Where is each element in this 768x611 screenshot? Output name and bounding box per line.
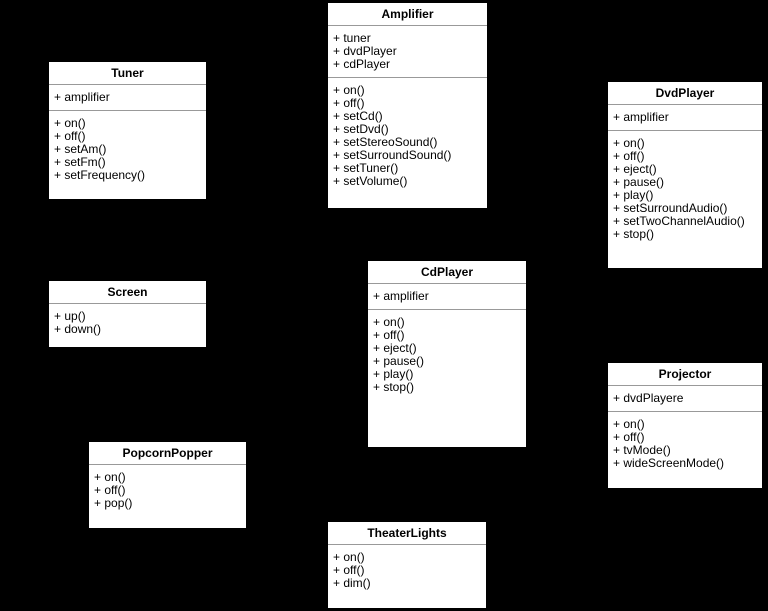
method: + off() bbox=[54, 129, 86, 143]
attributes-compartment: + tuner + dvdPlayer + cdPlayer bbox=[328, 26, 487, 78]
method: + off() bbox=[613, 430, 645, 444]
method: + pause() bbox=[373, 354, 425, 368]
attributes-compartment: + amplifier bbox=[368, 284, 526, 310]
method: + stop() bbox=[373, 380, 415, 394]
method: + setFm() bbox=[54, 155, 106, 169]
method: + off() bbox=[333, 563, 365, 577]
attribute: + amplifier bbox=[54, 90, 110, 104]
class-title: Projector bbox=[608, 363, 762, 386]
attributes-compartment: + amplifier bbox=[608, 105, 762, 131]
method: + off() bbox=[613, 149, 645, 163]
class-box-theaterlights: TheaterLights + on() + off() + dim() bbox=[327, 521, 487, 609]
class-box-cdplayer: CdPlayer + amplifier + on() + off() + ej… bbox=[367, 260, 527, 448]
attributes-compartment: + dvdPlayere bbox=[608, 386, 762, 412]
method: + setStereoSound() bbox=[333, 135, 438, 149]
class-title: Tuner bbox=[49, 62, 206, 85]
class-box-screen: Screen + up() + down() bbox=[48, 280, 207, 348]
class-box-projector: Projector + dvdPlayere + on() + off() + … bbox=[607, 362, 763, 489]
attribute: + cdPlayer bbox=[333, 57, 391, 71]
methods-compartment: + on() + off() + eject() + pause() + pla… bbox=[368, 310, 526, 400]
class-box-tuner: Tuner + amplifier + on() + off() + setAm… bbox=[48, 61, 207, 200]
class-title: Screen bbox=[49, 281, 206, 304]
method: + play() bbox=[613, 188, 654, 202]
method: + pop() bbox=[94, 496, 133, 510]
method: + on() bbox=[333, 550, 365, 564]
method: + stop() bbox=[613, 227, 655, 241]
method: + on() bbox=[54, 116, 86, 130]
methods-compartment: + on() + off() + pop() bbox=[89, 465, 246, 516]
method: + up() bbox=[54, 309, 86, 323]
method: + eject() bbox=[373, 341, 417, 355]
attribute: + tuner bbox=[333, 31, 371, 45]
method: + on() bbox=[333, 83, 365, 97]
method: + down() bbox=[54, 322, 102, 336]
method: + setSurroundAudio() bbox=[613, 201, 728, 215]
method: + setCd() bbox=[333, 109, 383, 123]
method: + wideScreenMode() bbox=[613, 456, 725, 470]
method: + dim() bbox=[333, 576, 371, 590]
method: + setTuner() bbox=[333, 161, 399, 175]
attribute: + amplifier bbox=[373, 289, 429, 303]
method: + on() bbox=[373, 315, 405, 329]
method: + on() bbox=[613, 417, 645, 431]
method: + on() bbox=[613, 136, 645, 150]
methods-compartment: + on() + off() + eject() + pause() + pla… bbox=[608, 131, 762, 247]
method: + setDvd() bbox=[333, 122, 389, 136]
class-box-popcornpopper: PopcornPopper + on() + off() + pop() bbox=[88, 441, 247, 529]
method: + off() bbox=[333, 96, 365, 110]
class-box-amplifier: Amplifier + tuner + dvdPlayer + cdPlayer… bbox=[327, 2, 488, 209]
method: + setTwoChannelAudio() bbox=[613, 214, 745, 228]
attribute: + amplifier bbox=[613, 110, 669, 124]
class-title: CdPlayer bbox=[368, 261, 526, 284]
method: + setSurroundSound() bbox=[333, 148, 452, 162]
method: + off() bbox=[94, 483, 126, 497]
attribute: + dvdPlayer bbox=[333, 44, 397, 58]
method: + eject() bbox=[613, 162, 657, 176]
class-box-dvdplayer: DvdPlayer + amplifier + on() + off() + e… bbox=[607, 81, 763, 269]
methods-compartment: + on() + off() + tvMode() + wideScreenMo… bbox=[608, 412, 762, 476]
method: + off() bbox=[373, 328, 405, 342]
class-title: Amplifier bbox=[328, 3, 487, 26]
class-title: DvdPlayer bbox=[608, 82, 762, 105]
method: + on() bbox=[94, 470, 126, 484]
methods-compartment: + up() + down() bbox=[49, 304, 206, 342]
method: + pause() bbox=[613, 175, 665, 189]
methods-compartment: + on() + off() + setCd() + setDvd() + se… bbox=[328, 78, 487, 194]
method: + tvMode() bbox=[613, 443, 671, 457]
methods-compartment: + on() + off() + setAm() + setFm() + set… bbox=[49, 111, 206, 188]
class-title: TheaterLights bbox=[328, 522, 486, 545]
class-title: PopcornPopper bbox=[89, 442, 246, 465]
method: + setAm() bbox=[54, 142, 107, 156]
attribute: + dvdPlayere bbox=[613, 391, 684, 405]
methods-compartment: + on() + off() + dim() bbox=[328, 545, 486, 596]
method: + setFrequency() bbox=[54, 168, 146, 182]
method: + setVolume() bbox=[333, 174, 408, 188]
attributes-compartment: + amplifier bbox=[49, 85, 206, 111]
method: + play() bbox=[373, 367, 414, 381]
